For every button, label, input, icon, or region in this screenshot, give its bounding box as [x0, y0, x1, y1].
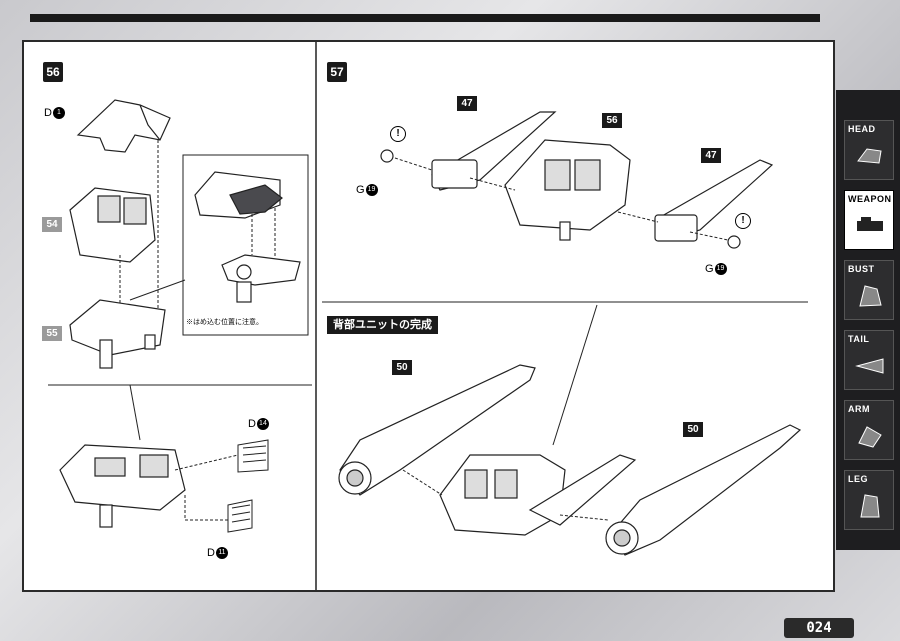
callout-56: 56 [602, 113, 622, 128]
tab-arm-label: ARM [848, 404, 870, 414]
assembled-unit-drawing [439, 454, 637, 536]
bust-icon [859, 285, 882, 307]
part-d1-drawing [76, 99, 171, 153]
tab-arm[interactable]: ARM [844, 400, 894, 460]
part-g19b-prefix: G [705, 263, 714, 275]
part-50a-drawing [338, 364, 536, 496]
part-56-drawing [504, 139, 631, 241]
tab-weapon-label: WEAPON [848, 194, 892, 204]
part-50b-drawing [605, 424, 802, 556]
callout-47b: 47 [701, 148, 721, 163]
part-g19a-drawing [380, 149, 394, 163]
part-55-drawing [69, 299, 166, 369]
part-d1-num: 1 [52, 107, 65, 120]
part-g19a-prefix: G [356, 184, 365, 196]
arm-icon [858, 426, 882, 448]
part-d14-prefix: D [248, 418, 256, 430]
callout-54: 54 [42, 217, 62, 232]
part-g19a-num: 19 [365, 184, 378, 197]
step-57-number: 57 [327, 62, 347, 82]
part-g19b-num: 19 [714, 263, 727, 276]
caution-icon: ! [735, 213, 751, 229]
insert-position-note: ※はめ込む位置に注意。 [186, 319, 263, 326]
part-g19b-drawing [727, 235, 741, 249]
part-47b-drawing [654, 159, 774, 242]
head-icon [857, 148, 882, 164]
tab-weapon[interactable]: WEAPON [844, 190, 894, 250]
tab-head[interactable]: HEAD [844, 120, 894, 180]
part-47a-drawing [431, 111, 557, 191]
leg-icon [860, 494, 880, 518]
part-d11-num: 11 [215, 547, 228, 560]
part-54-drawing [69, 187, 156, 263]
part-d11-prefix: D [207, 547, 215, 559]
callout-50a: 50 [392, 360, 412, 375]
tab-tail[interactable]: TAIL [844, 330, 894, 390]
tab-leg-label: LEG [848, 474, 869, 484]
top-decoration-bar [30, 14, 820, 22]
completion-title: 背部ユニットの完成 [327, 316, 438, 334]
page-number: 024 [784, 618, 854, 638]
step-56-number: 56 [43, 62, 63, 82]
callout-55: 55 [42, 326, 62, 341]
tab-head-label: HEAD [848, 124, 876, 134]
caution-icon: ! [390, 126, 406, 142]
weapon-icon [857, 217, 883, 231]
callout-50b: 50 [683, 422, 703, 437]
tab-tail-label: TAIL [848, 334, 870, 344]
tail-icon [855, 358, 884, 374]
tab-bust-label: BUST [848, 264, 875, 274]
tab-bust[interactable]: BUST [844, 260, 894, 320]
part-d14-drawing [237, 439, 269, 473]
callout-47a: 47 [457, 96, 477, 111]
lower-assembly-drawing [59, 444, 186, 528]
tab-leg[interactable]: LEG [844, 470, 894, 530]
part-d14-num: 14 [256, 418, 269, 431]
part-d1-prefix: D [44, 107, 52, 119]
part-d11-drawing [227, 499, 253, 533]
inset-drawing [194, 171, 301, 303]
